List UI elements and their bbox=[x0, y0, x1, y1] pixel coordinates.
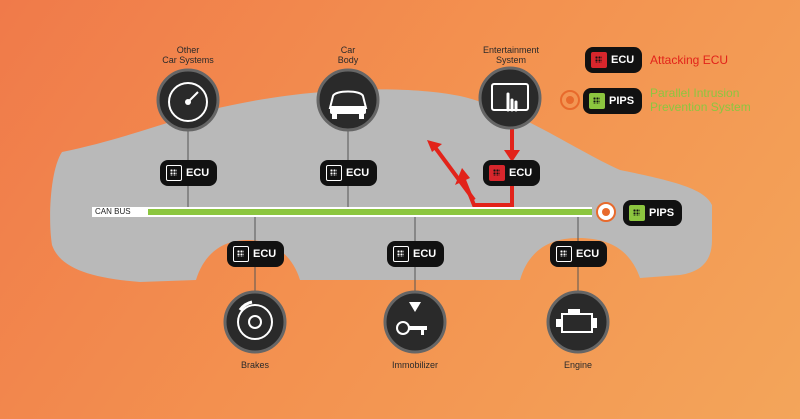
ecu-brakes: ECU bbox=[227, 241, 285, 267]
key-icon bbox=[383, 290, 447, 354]
attack-arrowhead-up-2 bbox=[427, 140, 442, 152]
chip-icon bbox=[629, 205, 645, 221]
pips-sensor-icon bbox=[596, 202, 616, 222]
label-car-body: Car Body bbox=[337, 45, 359, 65]
chip-icon bbox=[489, 165, 505, 181]
chip-icon bbox=[233, 246, 249, 262]
ecu-label: ECU bbox=[186, 167, 210, 179]
legend-attacking-text: Attacking ECU bbox=[650, 53, 729, 67]
engine-icon bbox=[546, 290, 610, 354]
brake-disc-icon bbox=[223, 290, 287, 354]
car-body-shape bbox=[50, 89, 713, 282]
car-front-icon bbox=[316, 68, 380, 132]
label-engine: Engine bbox=[563, 360, 593, 370]
ecu-immobilizer: ECU bbox=[387, 241, 445, 267]
label-entertainment-system: Entertainment System bbox=[482, 45, 540, 65]
chip-icon bbox=[591, 52, 607, 68]
chip-icon bbox=[166, 165, 182, 181]
label-immobilizer: Immobilizer bbox=[391, 360, 438, 370]
ecu-label: ECU bbox=[576, 248, 600, 260]
legend-pips-text: Parallel Intrusion Prevention System bbox=[650, 86, 751, 114]
legend-ecu-label: ECU bbox=[611, 54, 635, 66]
chip-icon bbox=[556, 246, 572, 262]
chip-icon bbox=[326, 165, 342, 181]
ecu-label: ECU bbox=[413, 248, 437, 260]
label-other-car-systems: Other Car Systems bbox=[162, 45, 214, 65]
pips-badge: PIPS bbox=[623, 200, 683, 226]
speedometer-icon bbox=[156, 68, 220, 132]
ecu-label: ECU bbox=[509, 167, 533, 179]
ecu-car-body: ECU bbox=[320, 160, 378, 186]
tablet-touch-icon bbox=[478, 66, 542, 130]
chip-icon bbox=[393, 246, 409, 262]
ecu-engine: ECU bbox=[550, 241, 608, 267]
ecu-entertainment-attacking: ECU bbox=[483, 160, 541, 186]
legend-pips-badge: PIPS bbox=[583, 88, 643, 114]
ecu-other-car-systems: ECU bbox=[160, 160, 218, 186]
pips-label: PIPS bbox=[649, 207, 675, 219]
can-bus-label: CAN BUS bbox=[95, 207, 131, 216]
attack-arrowhead-up-1 bbox=[455, 168, 470, 185]
ecu-label: ECU bbox=[253, 248, 277, 260]
legend-attacking-ecu-badge: ECU bbox=[585, 47, 643, 73]
attack-arrowhead-down bbox=[504, 150, 520, 162]
ecu-label: ECU bbox=[346, 167, 370, 179]
legend-pips-sensor-icon bbox=[560, 90, 580, 110]
chip-icon bbox=[589, 93, 605, 109]
legend-pips-label: PIPS bbox=[609, 95, 635, 107]
label-brakes: Brakes bbox=[240, 360, 269, 370]
attack-path bbox=[432, 125, 514, 207]
